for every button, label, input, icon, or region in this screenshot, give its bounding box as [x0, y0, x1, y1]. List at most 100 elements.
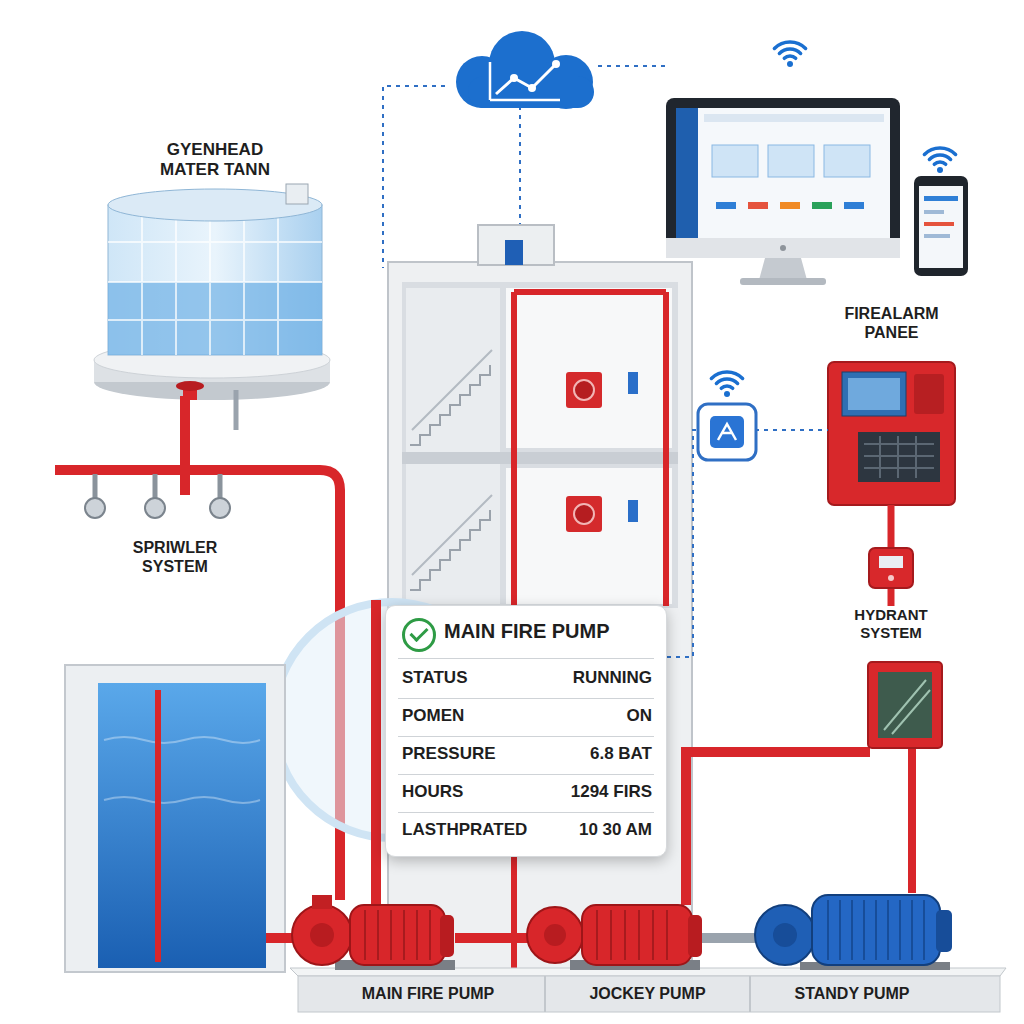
- pump-volute: [310, 923, 334, 947]
- chart-axis: [490, 62, 560, 100]
- room: [506, 288, 672, 448]
- screen-panel: [824, 145, 870, 177]
- pump-motor: [812, 895, 940, 965]
- pump-label: JOCKEY PUMP: [555, 985, 740, 1004]
- stairs: [410, 510, 490, 590]
- pump-plate: MAIN FIRE PUMP: [318, 980, 538, 1008]
- pump-motor: [350, 905, 445, 965]
- alarm-bell: [566, 372, 602, 408]
- wifi-icon: [711, 372, 742, 397]
- water-wave: [104, 737, 260, 803]
- alarm-bell: [574, 380, 594, 400]
- roof-box: [478, 225, 554, 265]
- alarm-bell: [574, 504, 594, 524]
- field-name: PRESSURE: [402, 744, 552, 764]
- pump-plate: JOCKEY PUMP: [555, 980, 740, 1008]
- monitor-logo: [780, 245, 786, 251]
- chart-dot: [510, 74, 518, 82]
- alarm-bell: [566, 496, 602, 532]
- card-title: MAIN FIRE PUMP: [444, 620, 659, 644]
- field-value: 1294 FIRS: [526, 782, 652, 802]
- phone-screen: [919, 186, 963, 268]
- pump-label: STANDY PUMP: [762, 985, 942, 1004]
- chart-dot: [528, 84, 536, 92]
- field-name: STATUS: [402, 668, 552, 688]
- tank-hatch: [286, 184, 308, 204]
- reservoir: [65, 665, 285, 972]
- screen-button: [716, 202, 736, 209]
- pump-volute: [544, 924, 566, 946]
- row-divider: [398, 698, 654, 699]
- pump-flange: [312, 895, 332, 909]
- pump-volute: [755, 905, 815, 965]
- phone: [914, 176, 968, 276]
- hydrant-pipe: [686, 752, 870, 905]
- field-name: POMEN: [402, 706, 552, 726]
- panel-screen: [848, 378, 900, 410]
- module-screen: [879, 556, 903, 568]
- tank-body: [108, 205, 322, 355]
- network-link: [667, 430, 828, 657]
- discharge-pipe: [371, 600, 381, 905]
- pump-volute: [292, 905, 352, 965]
- row-divider: [398, 658, 654, 659]
- check-icon: [402, 618, 436, 652]
- platform-divider: [545, 976, 750, 1012]
- connector-pipe: [700, 933, 760, 943]
- motor-cap: [688, 915, 702, 957]
- gateway-mark: [718, 424, 736, 440]
- reservoir-water: [98, 683, 266, 968]
- monitor-chin: [666, 238, 900, 258]
- panel-screen: [842, 372, 906, 416]
- chart-dot: [552, 60, 560, 68]
- screen-panel: [712, 145, 758, 177]
- pipe-link: [180, 396, 190, 495]
- system-label: SPRIWLER SYSTEM: [120, 539, 230, 577]
- motor-cap: [936, 910, 952, 952]
- motor-fins: [597, 910, 667, 960]
- pump-motor: [582, 905, 692, 965]
- room: [506, 468, 672, 604]
- panel-label: FIREALARM PANEE: [834, 305, 949, 343]
- water-tank: GYENHEAD MATER TANN: [95, 140, 335, 396]
- status-card: MAIN FIRE PUMPSTATUSRUNNINGPOMENONPRESSU…: [385, 605, 667, 857]
- system-label: HYDRANT SYSTEM: [848, 606, 934, 641]
- tank-panels: [108, 205, 322, 355]
- field-value: RUNNING: [526, 668, 652, 688]
- screen-panel: [768, 145, 814, 177]
- screen-button: [748, 202, 768, 209]
- screen-button: [844, 202, 864, 209]
- sprinkler-head: [145, 498, 165, 518]
- tank-label: GYENHEAD MATER TANN: [150, 140, 280, 180]
- chart-line: [496, 64, 556, 94]
- tank-flange: [176, 381, 204, 391]
- stairs: [410, 365, 490, 445]
- alarm-panel: FIREALARM PANEE: [828, 305, 955, 505]
- pump-volute: [527, 907, 583, 963]
- row-divider: [398, 812, 654, 813]
- building-frame: [402, 282, 678, 608]
- hydrant-glass: [878, 672, 932, 738]
- pump-plate: STANDY PUMP: [762, 980, 942, 1008]
- sprinkler-head: [85, 498, 105, 518]
- phone-ui: [924, 196, 958, 201]
- floor-slab: [402, 452, 678, 464]
- phone-ui: [924, 210, 944, 214]
- field-name: LASTHPRATED: [402, 820, 552, 840]
- row-divider: [398, 736, 654, 737]
- hydrant-pipe: [908, 748, 916, 893]
- phone-ui: [924, 234, 950, 238]
- panel-body: [828, 362, 955, 505]
- discharge-pipe: [455, 933, 530, 943]
- screen-button: [780, 202, 800, 209]
- wifi-icon: [774, 42, 805, 67]
- pump-volute: [773, 923, 797, 947]
- monitor: [666, 98, 900, 258]
- platform: [298, 976, 1000, 1012]
- screen-button: [812, 202, 832, 209]
- gateway: [710, 416, 744, 448]
- check-mark: [409, 623, 428, 642]
- hydrant-box: HYDRANT SYSTEM: [848, 606, 934, 748]
